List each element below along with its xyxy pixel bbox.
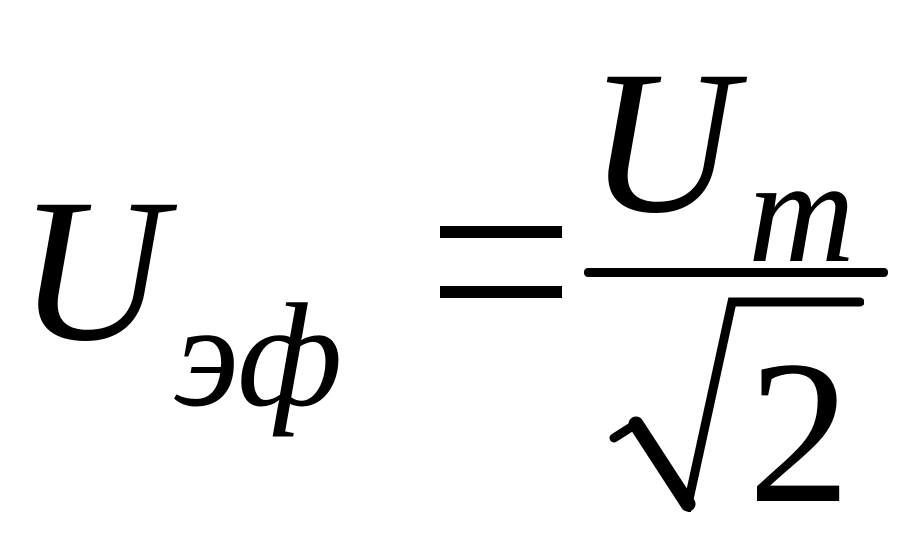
numerator-amplitude-subscript: m bbox=[748, 130, 855, 294]
equals-sign bbox=[440, 226, 562, 298]
lhs-effective-subscript: эф bbox=[174, 274, 343, 438]
numerator-voltage-symbol: U bbox=[588, 29, 737, 256]
square-root-sign bbox=[609, 297, 864, 512]
equals-upper-bar bbox=[440, 226, 562, 238]
fraction-bar bbox=[584, 268, 888, 277]
radical-thick-stroke bbox=[628, 416, 696, 512]
equals-lower-bar bbox=[440, 286, 562, 298]
lhs-voltage-symbol: U bbox=[18, 157, 167, 384]
radicand-two: 2 bbox=[748, 319, 851, 546]
